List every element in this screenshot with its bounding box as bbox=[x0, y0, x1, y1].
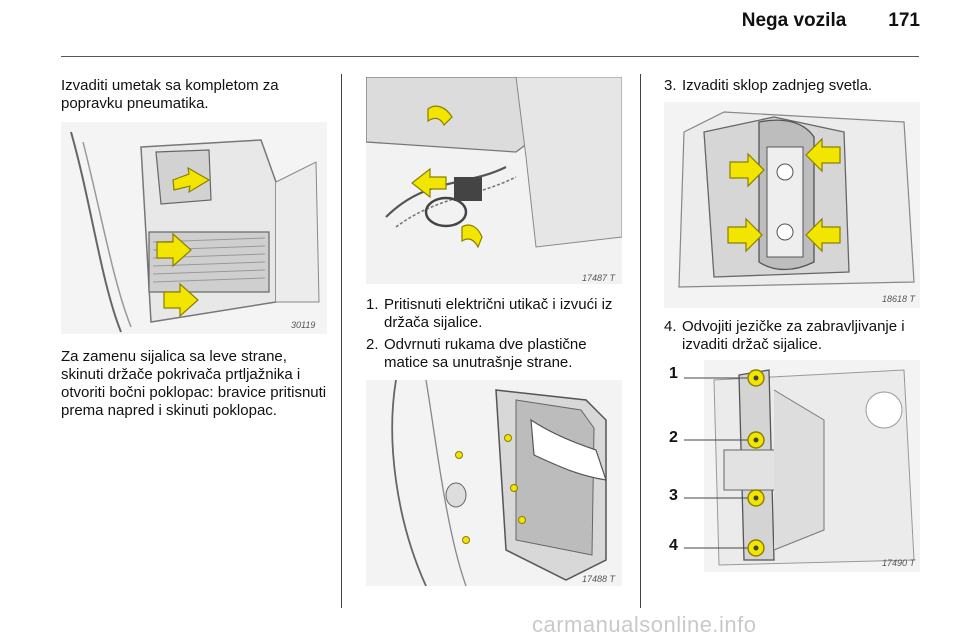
callout-1: 1 bbox=[669, 365, 678, 382]
bulb-holder-illustration: 1 2 3 4 17490 T bbox=[664, 360, 920, 572]
tail-lamp-illustration: 18618 T bbox=[664, 102, 920, 308]
step-4: 4. Odvojiti jezičke za zabravljivanje i … bbox=[664, 318, 926, 356]
column-divider-2 bbox=[640, 74, 641, 608]
step-text: Pritisnuti električni utikač i izvući iz… bbox=[384, 296, 613, 331]
callout-4: 4 bbox=[669, 537, 678, 554]
nut-removal-illustration: 17488 T bbox=[366, 380, 622, 586]
step-3: 3. Izvaditi sklop zadnjeg svetla. bbox=[664, 77, 924, 95]
watermark: carmanualsonline.info bbox=[532, 612, 757, 637]
page-number: 171 bbox=[888, 10, 920, 31]
step-text: Odvojiti jezičke za zabravljivanje i izv… bbox=[682, 318, 905, 353]
step-number: 3. bbox=[664, 77, 677, 94]
figure-code: 30119 bbox=[291, 320, 316, 330]
figure-code: 17488 T bbox=[582, 574, 616, 584]
instruction-paragraph: Za zamenu sijalica sa leve strane, skinu… bbox=[61, 348, 327, 419]
connector-illustration: 17487 T bbox=[366, 77, 622, 284]
trunk-illustration: 30119 bbox=[61, 122, 327, 334]
step-number: 4. bbox=[664, 318, 677, 335]
callout-2: 2 bbox=[669, 429, 678, 446]
figure-code: 17487 T bbox=[582, 273, 616, 283]
intro-text: Izvaditi umetak sa kompletom za popravku… bbox=[61, 77, 279, 112]
callout-3: 3 bbox=[669, 487, 678, 504]
step-2: 2. Odvrnuti rukama dve plastične matice … bbox=[366, 336, 630, 374]
step-text: Izvaditi sklop zadnjeg svetla. bbox=[682, 77, 873, 94]
page-header: Nega vozila 171 bbox=[742, 10, 920, 32]
figure-code: 18618 T bbox=[882, 294, 916, 304]
header-rule bbox=[61, 56, 919, 57]
column-divider-1 bbox=[341, 74, 342, 608]
section-title: Nega vozila bbox=[741, 10, 847, 31]
step-1: 1. Pritisnuti električni utikač i izvući… bbox=[366, 296, 630, 334]
step-text: Odvrnuti rukama dve plastične matice sa … bbox=[384, 336, 587, 371]
step-number: 1. bbox=[366, 296, 379, 313]
step-number: 2. bbox=[366, 336, 379, 353]
figure-code: 17490 T bbox=[882, 558, 916, 568]
